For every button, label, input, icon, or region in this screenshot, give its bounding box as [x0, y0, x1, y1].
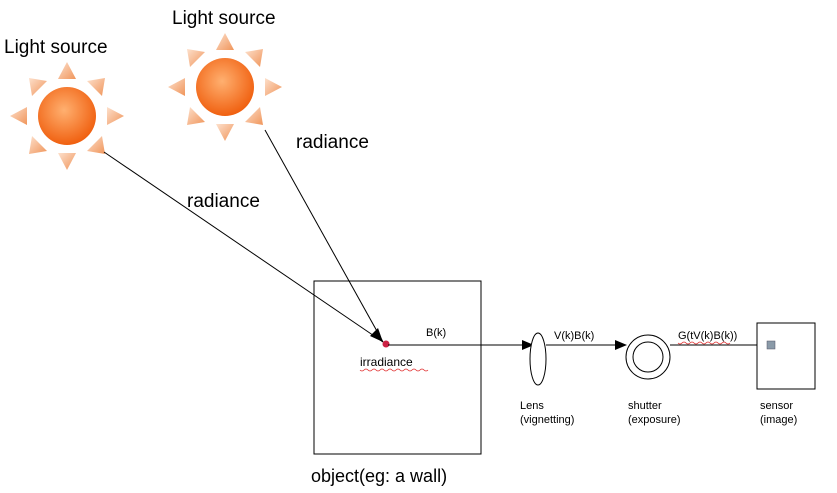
object-label: object(eg: a wall): [311, 466, 447, 486]
lens-sublabel: (vignetting): [520, 414, 574, 426]
radiance-ray-1: [103, 151, 384, 343]
signal-vb-label: V(k)B(k): [554, 330, 594, 342]
sensor-sublabel: (image): [760, 414, 797, 426]
radiance-label-2: radiance: [296, 132, 369, 153]
shutter-sublabel: (exposure): [628, 414, 681, 426]
spellcheck-underline: [359, 368, 429, 372]
irradiance-point: [382, 340, 390, 348]
spellcheck-underline: [677, 341, 731, 345]
radiance-ray-2: [264, 129, 384, 343]
light-source-label-1: Light source: [4, 37, 108, 58]
lens-icon: [529, 332, 547, 386]
lens-label: Lens: [520, 400, 544, 412]
sun-icon: [10, 62, 124, 170]
object-box: [313, 280, 482, 455]
sensor-box: [756, 322, 816, 390]
light-source-label-2: Light source: [172, 8, 276, 29]
radiance-label-1: radiance: [187, 191, 260, 212]
sun-rays: [168, 33, 282, 141]
sun-rays: [10, 62, 124, 170]
signal-b-label: B(k): [426, 327, 446, 339]
signal-g-label: G(tV(k)B(k)): [678, 330, 737, 342]
sun-icon: [168, 33, 282, 141]
sensor-label: sensor: [760, 400, 793, 412]
sensor-pixel: [766, 340, 776, 350]
shutter-label: shutter: [628, 400, 662, 412]
ray-arrowhead: [370, 328, 383, 342]
irradiance-label: irradiance: [360, 355, 413, 369]
shutter-icon: [625, 334, 671, 380]
